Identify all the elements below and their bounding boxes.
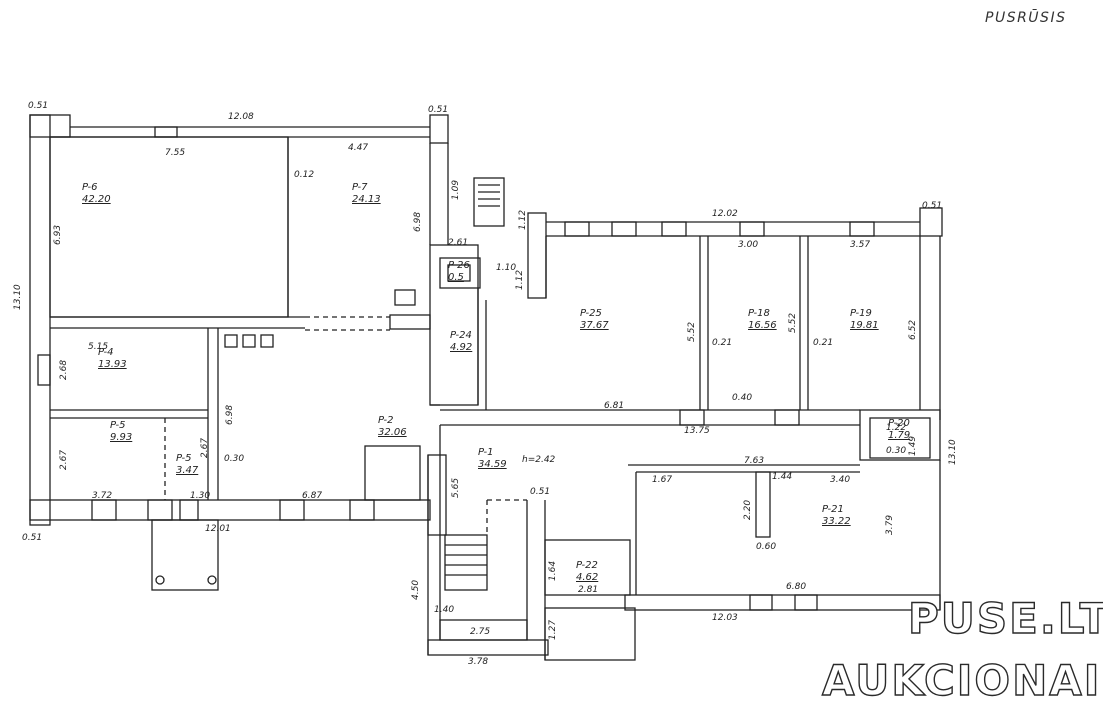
- dimension-label: 0.51: [530, 487, 550, 497]
- dimension-label: 6.87: [302, 491, 322, 501]
- dimension-label: 0.21: [712, 338, 732, 348]
- dimension-label: 0.51: [28, 101, 48, 111]
- room-p6: [49, 136, 289, 318]
- dimension-label: 1.10: [496, 263, 516, 273]
- dimension-label: 0.51: [922, 201, 942, 211]
- dimension-label: 12.01: [205, 524, 231, 534]
- room-area-label: 42.20: [82, 194, 111, 205]
- dimension-label: 1.64: [548, 561, 558, 581]
- room-area-label: 13.93: [98, 359, 127, 370]
- dimension-label: 3.00: [738, 240, 758, 250]
- dimension-label: 0.60: [756, 542, 776, 552]
- wall: [429, 114, 449, 144]
- dimension-label: 0.30: [224, 454, 244, 464]
- dimension-label: 0.21: [813, 338, 833, 348]
- dimension-label: 1.67: [652, 475, 672, 485]
- room-area-label: 0.5: [448, 272, 464, 283]
- dimension-label: 13.75: [684, 426, 710, 436]
- dimension-label: 1.12: [515, 270, 525, 290]
- dimension-label: 6.80: [786, 582, 806, 592]
- dimension-label: 2.61: [448, 238, 468, 248]
- dimension-label: 2.20: [743, 500, 753, 520]
- room-id-label: P-5: [176, 453, 191, 464]
- room-id-label: P-26: [448, 260, 470, 271]
- dimension-label: 7.63: [744, 456, 764, 466]
- dimension-label: 3.78: [468, 657, 488, 667]
- dimension-label: 1.40: [434, 605, 454, 615]
- dimension-label: 3.57: [850, 240, 870, 250]
- room-id-label: P-1: [478, 447, 493, 458]
- dimension-label: 3.40: [830, 475, 850, 485]
- dimension-label: 2.67: [59, 450, 69, 470]
- room-area-label: 24.13: [352, 194, 381, 205]
- room-area-label: 19.81: [850, 320, 879, 331]
- room-id-label: P-7: [352, 182, 368, 193]
- watermark-line2: AUKCIONAI: [821, 655, 1102, 705]
- dimension-label: 13.10: [948, 439, 958, 465]
- room-area-label: 4.62: [576, 572, 598, 583]
- room-area-label: 1.79: [888, 430, 910, 441]
- room-id-label: P-22: [576, 560, 598, 571]
- dimension-label: 13.10: [13, 284, 23, 310]
- room-id-label: P-6: [82, 182, 97, 193]
- dimension-label: 0.51: [22, 533, 42, 543]
- dimension-label: 0.12: [294, 170, 314, 180]
- dimension-label: 6.98: [225, 405, 235, 425]
- dimension-label: 4.50: [411, 580, 421, 600]
- page-title: PUSRŪSIS: [985, 10, 1067, 26]
- room-id-label: P-2: [378, 415, 393, 426]
- room-area-label: 33.22: [822, 516, 851, 527]
- dimension-label: 7.55: [165, 148, 185, 158]
- dimension-label: 1.30: [190, 491, 210, 501]
- dimension-label: 5.52: [687, 322, 697, 342]
- dimension-label: 1.44: [772, 472, 792, 482]
- dimension-label: 2.75: [470, 627, 490, 637]
- dimension-label: 0.51: [428, 105, 448, 115]
- dimension-label: 3.79: [885, 515, 895, 535]
- room-area-label: 4.92: [450, 342, 472, 353]
- room-id-label: P-24: [450, 330, 472, 341]
- dimension-label: 5.52: [788, 313, 798, 333]
- dimension-label: 5.65: [451, 478, 461, 498]
- dimension-label: 3.72: [92, 491, 112, 501]
- dimension-label: 1.27: [548, 620, 558, 640]
- dimension-label: 1.12: [518, 210, 528, 230]
- room-id-label: P-18: [748, 308, 770, 319]
- dimension-label: 12.03: [712, 613, 738, 623]
- wall: [29, 499, 431, 521]
- dimension-label: 12.02: [712, 209, 738, 219]
- dimension-label: 1.09: [451, 180, 461, 200]
- wall: [29, 114, 51, 526]
- dimension-label: 6.81: [604, 401, 624, 411]
- dimension-label: 4.47: [348, 143, 368, 153]
- room-id-label: P-4: [98, 347, 113, 358]
- height-note: h=2.42: [522, 455, 556, 465]
- dimension-label: 6.93: [53, 225, 63, 245]
- room-id-label: P-21: [822, 504, 844, 515]
- room-id-label: P-20: [888, 418, 910, 429]
- room-area-label: 3.47: [176, 465, 199, 476]
- room-area-label: 32.06: [378, 427, 407, 438]
- dimension-label: 2.67: [200, 438, 210, 458]
- dimension-label: 0.30: [886, 446, 906, 456]
- dimension-label: 6.52: [908, 320, 918, 340]
- dimension-label: 2.81: [578, 585, 598, 595]
- dimension-label: 12.08: [228, 112, 254, 122]
- dimension-label: 2.68: [59, 360, 69, 380]
- dimension-label: 0.40: [732, 393, 752, 403]
- room-id-label: P-19: [850, 308, 872, 319]
- room-area-label: 37.67: [580, 320, 609, 331]
- room-area-label: 9.93: [110, 432, 132, 443]
- dimension-label: 6.98: [413, 212, 423, 232]
- room-area-label: 16.56: [748, 320, 777, 331]
- room-area-label: 34.59: [478, 459, 507, 470]
- dimension-label: 1.22: [886, 423, 906, 433]
- watermark-line1: PUSE.LT: [907, 593, 1103, 643]
- dimension-label: 5.15: [88, 342, 108, 352]
- room-id-label: P-25: [580, 308, 602, 319]
- room-id-label: P-5: [110, 420, 125, 431]
- dimension-label: 1.49: [908, 436, 918, 456]
